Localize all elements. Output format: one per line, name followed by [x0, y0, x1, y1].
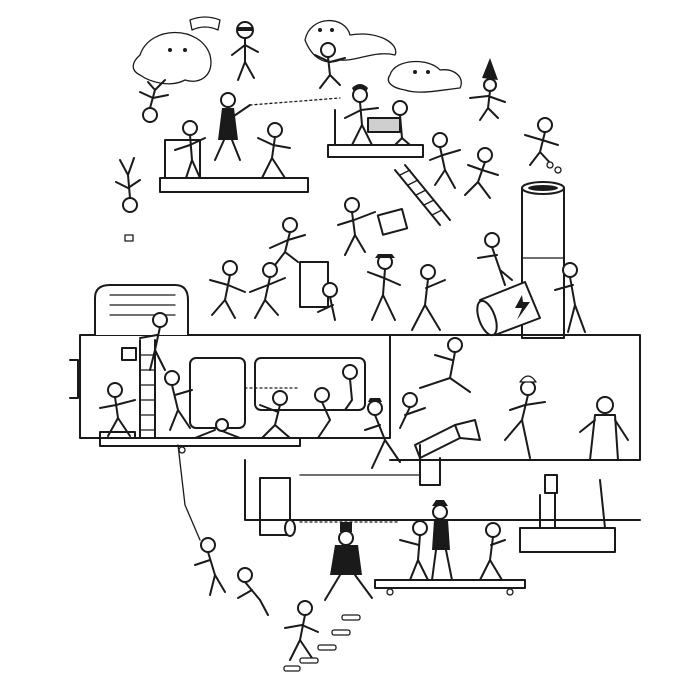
pipes — [259, 419, 481, 537]
ghost-right — [387, 60, 462, 93]
rooftop-crowd — [209, 197, 586, 333]
ladder-diagonal — [394, 132, 499, 226]
tophat-runner — [324, 522, 373, 601]
machine-crowd — [99, 312, 358, 439]
cannon-pipe — [476, 281, 541, 337]
flying-figures — [139, 21, 506, 123]
falling-figure-left — [115, 157, 141, 242]
ghost-left — [132, 32, 212, 85]
dangling-rope — [177, 444, 319, 661]
skateboard-platform — [299, 500, 526, 596]
runners-center — [364, 337, 629, 469]
platform-top-right — [327, 84, 424, 158]
figure-right-edge — [524, 117, 562, 174]
ghost-group — [132, 19, 462, 93]
right-table — [519, 474, 616, 553]
banner — [189, 16, 221, 31]
platform-top-left — [159, 92, 341, 193]
ladder-vertical — [121, 339, 156, 441]
stepping-stones — [283, 614, 361, 672]
ledge-left — [99, 437, 301, 454]
